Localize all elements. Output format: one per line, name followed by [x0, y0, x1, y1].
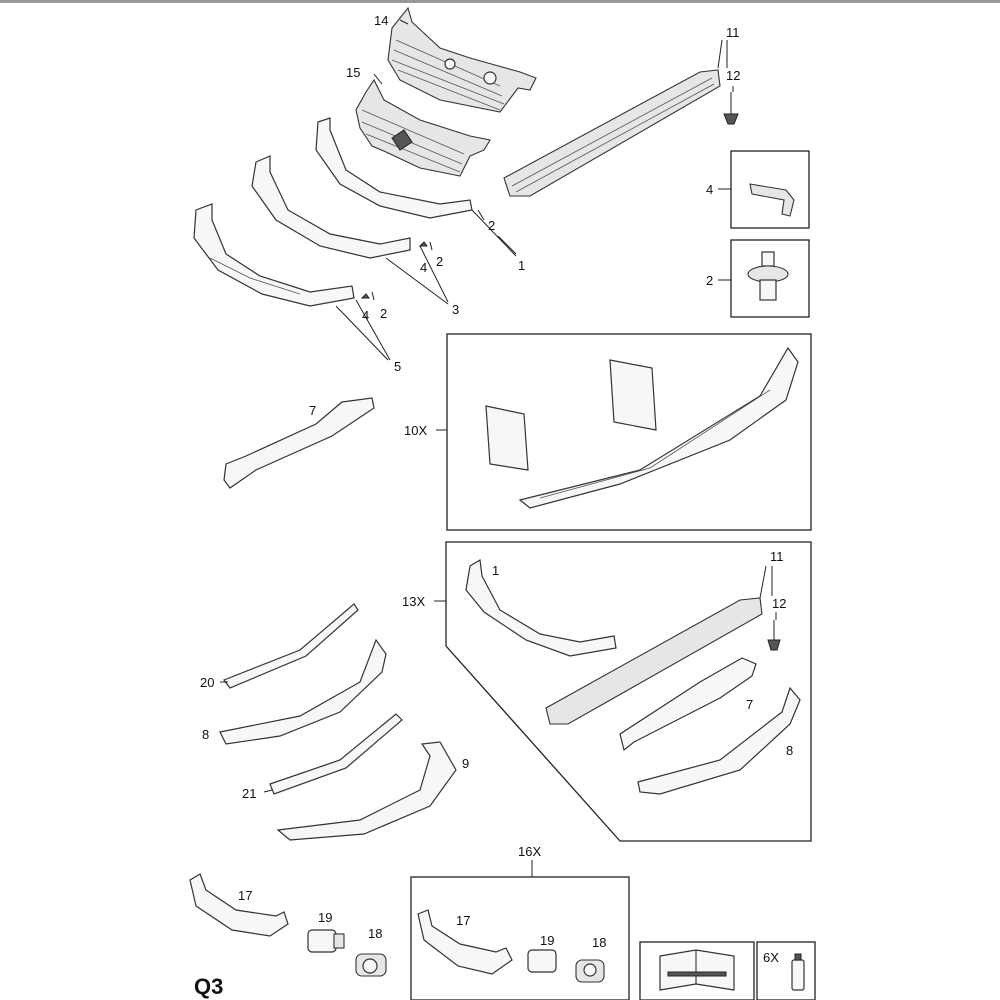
callout-17: 17 [238, 888, 252, 903]
front-lip-5[interactable] [193, 203, 355, 307]
callout-20: 20 [200, 675, 214, 690]
kit-10x-box[interactable] [446, 333, 812, 531]
callout-2: 2 [380, 306, 387, 321]
spray-can-icon [791, 953, 805, 991]
manual-icon [659, 949, 735, 991]
callout-2: 2 [488, 218, 495, 233]
callout-5: 5 [394, 359, 401, 374]
callout-11-kit: 11 [770, 549, 784, 564]
callout-4: 4 [362, 308, 369, 323]
callout-10x: 10X [404, 423, 427, 438]
callout-11: 11 [726, 25, 740, 40]
spoiler-icon [315, 117, 473, 219]
callout-19-kit: 19 [540, 933, 554, 948]
leader-lines [220, 19, 777, 877]
callout-19: 19 [318, 910, 332, 925]
callout-17-kit: 17 [456, 913, 470, 928]
callout-8-kit: 8 [786, 743, 793, 758]
callout-7: 7 [309, 403, 316, 418]
callout-14: 14 [374, 13, 388, 28]
kit-16x-box[interactable] [410, 876, 630, 1000]
grille-icon [355, 78, 491, 177]
spoiler-icon [193, 203, 355, 307]
callout-4-box: 4 [706, 182, 713, 197]
instruction-sheet [485, 359, 657, 471]
clip-icon [747, 251, 789, 301]
wrench-icon [667, 971, 727, 977]
cap-19[interactable] [307, 929, 345, 953]
callout-21: 21 [242, 786, 256, 801]
manual-box[interactable] [639, 941, 755, 1000]
trim-strip-9[interactable] [276, 741, 457, 841]
bracket-icon [749, 183, 795, 217]
trim-strip-21[interactable] [269, 713, 403, 795]
clip-box[interactable] [730, 239, 810, 318]
callout-2-box: 2 [706, 273, 713, 288]
handle-icon [189, 873, 289, 937]
callout-18-kit: 18 [592, 935, 606, 950]
trim-strip-20[interactable] [223, 603, 359, 689]
callouts: 14 15 11 12 4 2 2 1 4 2 3 4 2 5 7 10X 13… [194, 13, 793, 999]
callout-3: 3 [452, 302, 459, 317]
spoiler-icon [518, 346, 799, 509]
callout-8: 8 [202, 727, 209, 742]
front-lip-1[interactable] [315, 117, 473, 219]
callout-15: 15 [346, 65, 360, 80]
sensor-18[interactable] [355, 953, 387, 977]
clip-set-upper [360, 241, 433, 301]
callout-1-kit: 1 [492, 563, 499, 578]
callout-16x: 16X [518, 844, 541, 859]
spoiler-icon [251, 155, 411, 259]
spoiler-icon [465, 559, 617, 657]
callout-18: 18 [368, 926, 382, 941]
callout-12-kit: 12 [772, 596, 786, 611]
callout-4: 4 [420, 260, 427, 275]
screw-12[interactable] [723, 92, 739, 125]
bracket-box[interactable] [730, 150, 810, 229]
grille-icon [387, 6, 537, 113]
sill-trim-icon [545, 597, 763, 725]
rear-spoiler-7[interactable] [223, 397, 375, 489]
handle-17[interactable] [189, 873, 289, 937]
callout-2: 2 [436, 254, 443, 269]
callout-13x: 13X [402, 594, 425, 609]
callout-7-kit: 7 [746, 697, 753, 712]
callout-12: 12 [726, 68, 740, 83]
spoiler-icon [223, 397, 375, 489]
sill-trim-icon [503, 69, 721, 197]
sill-trim-11[interactable] [503, 69, 721, 197]
spray-box[interactable] [756, 941, 816, 1000]
handle-icon [417, 909, 513, 975]
grille-14[interactable] [387, 6, 537, 113]
kit-13x-box[interactable] [445, 541, 812, 842]
front-lip-3[interactable] [251, 155, 411, 259]
callout-9: 9 [462, 756, 469, 771]
trim-strip-8[interactable] [219, 638, 387, 745]
callout-6x: 6X [763, 950, 779, 965]
grille-15[interactable] [355, 78, 491, 177]
callout-1: 1 [518, 258, 525, 273]
page-ref: Q3 [194, 974, 223, 999]
